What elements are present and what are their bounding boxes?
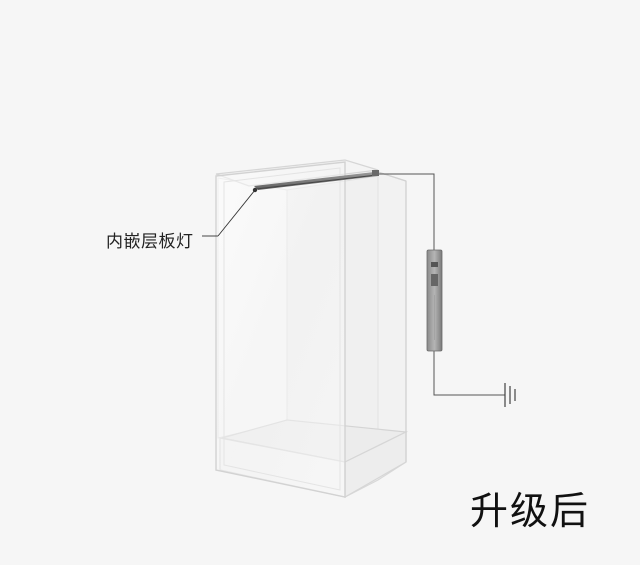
after-upgrade-caption: 升级后 <box>470 489 591 533</box>
driver-box <box>426 249 443 352</box>
embedded-shelf-light <box>254 170 379 190</box>
cabinet-body <box>215 159 409 499</box>
callout-leader <box>202 187 258 237</box>
ground-symbol <box>504 383 516 407</box>
power-wiring <box>379 173 505 396</box>
shelf-light-label: 内嵌层板灯 <box>106 232 194 252</box>
